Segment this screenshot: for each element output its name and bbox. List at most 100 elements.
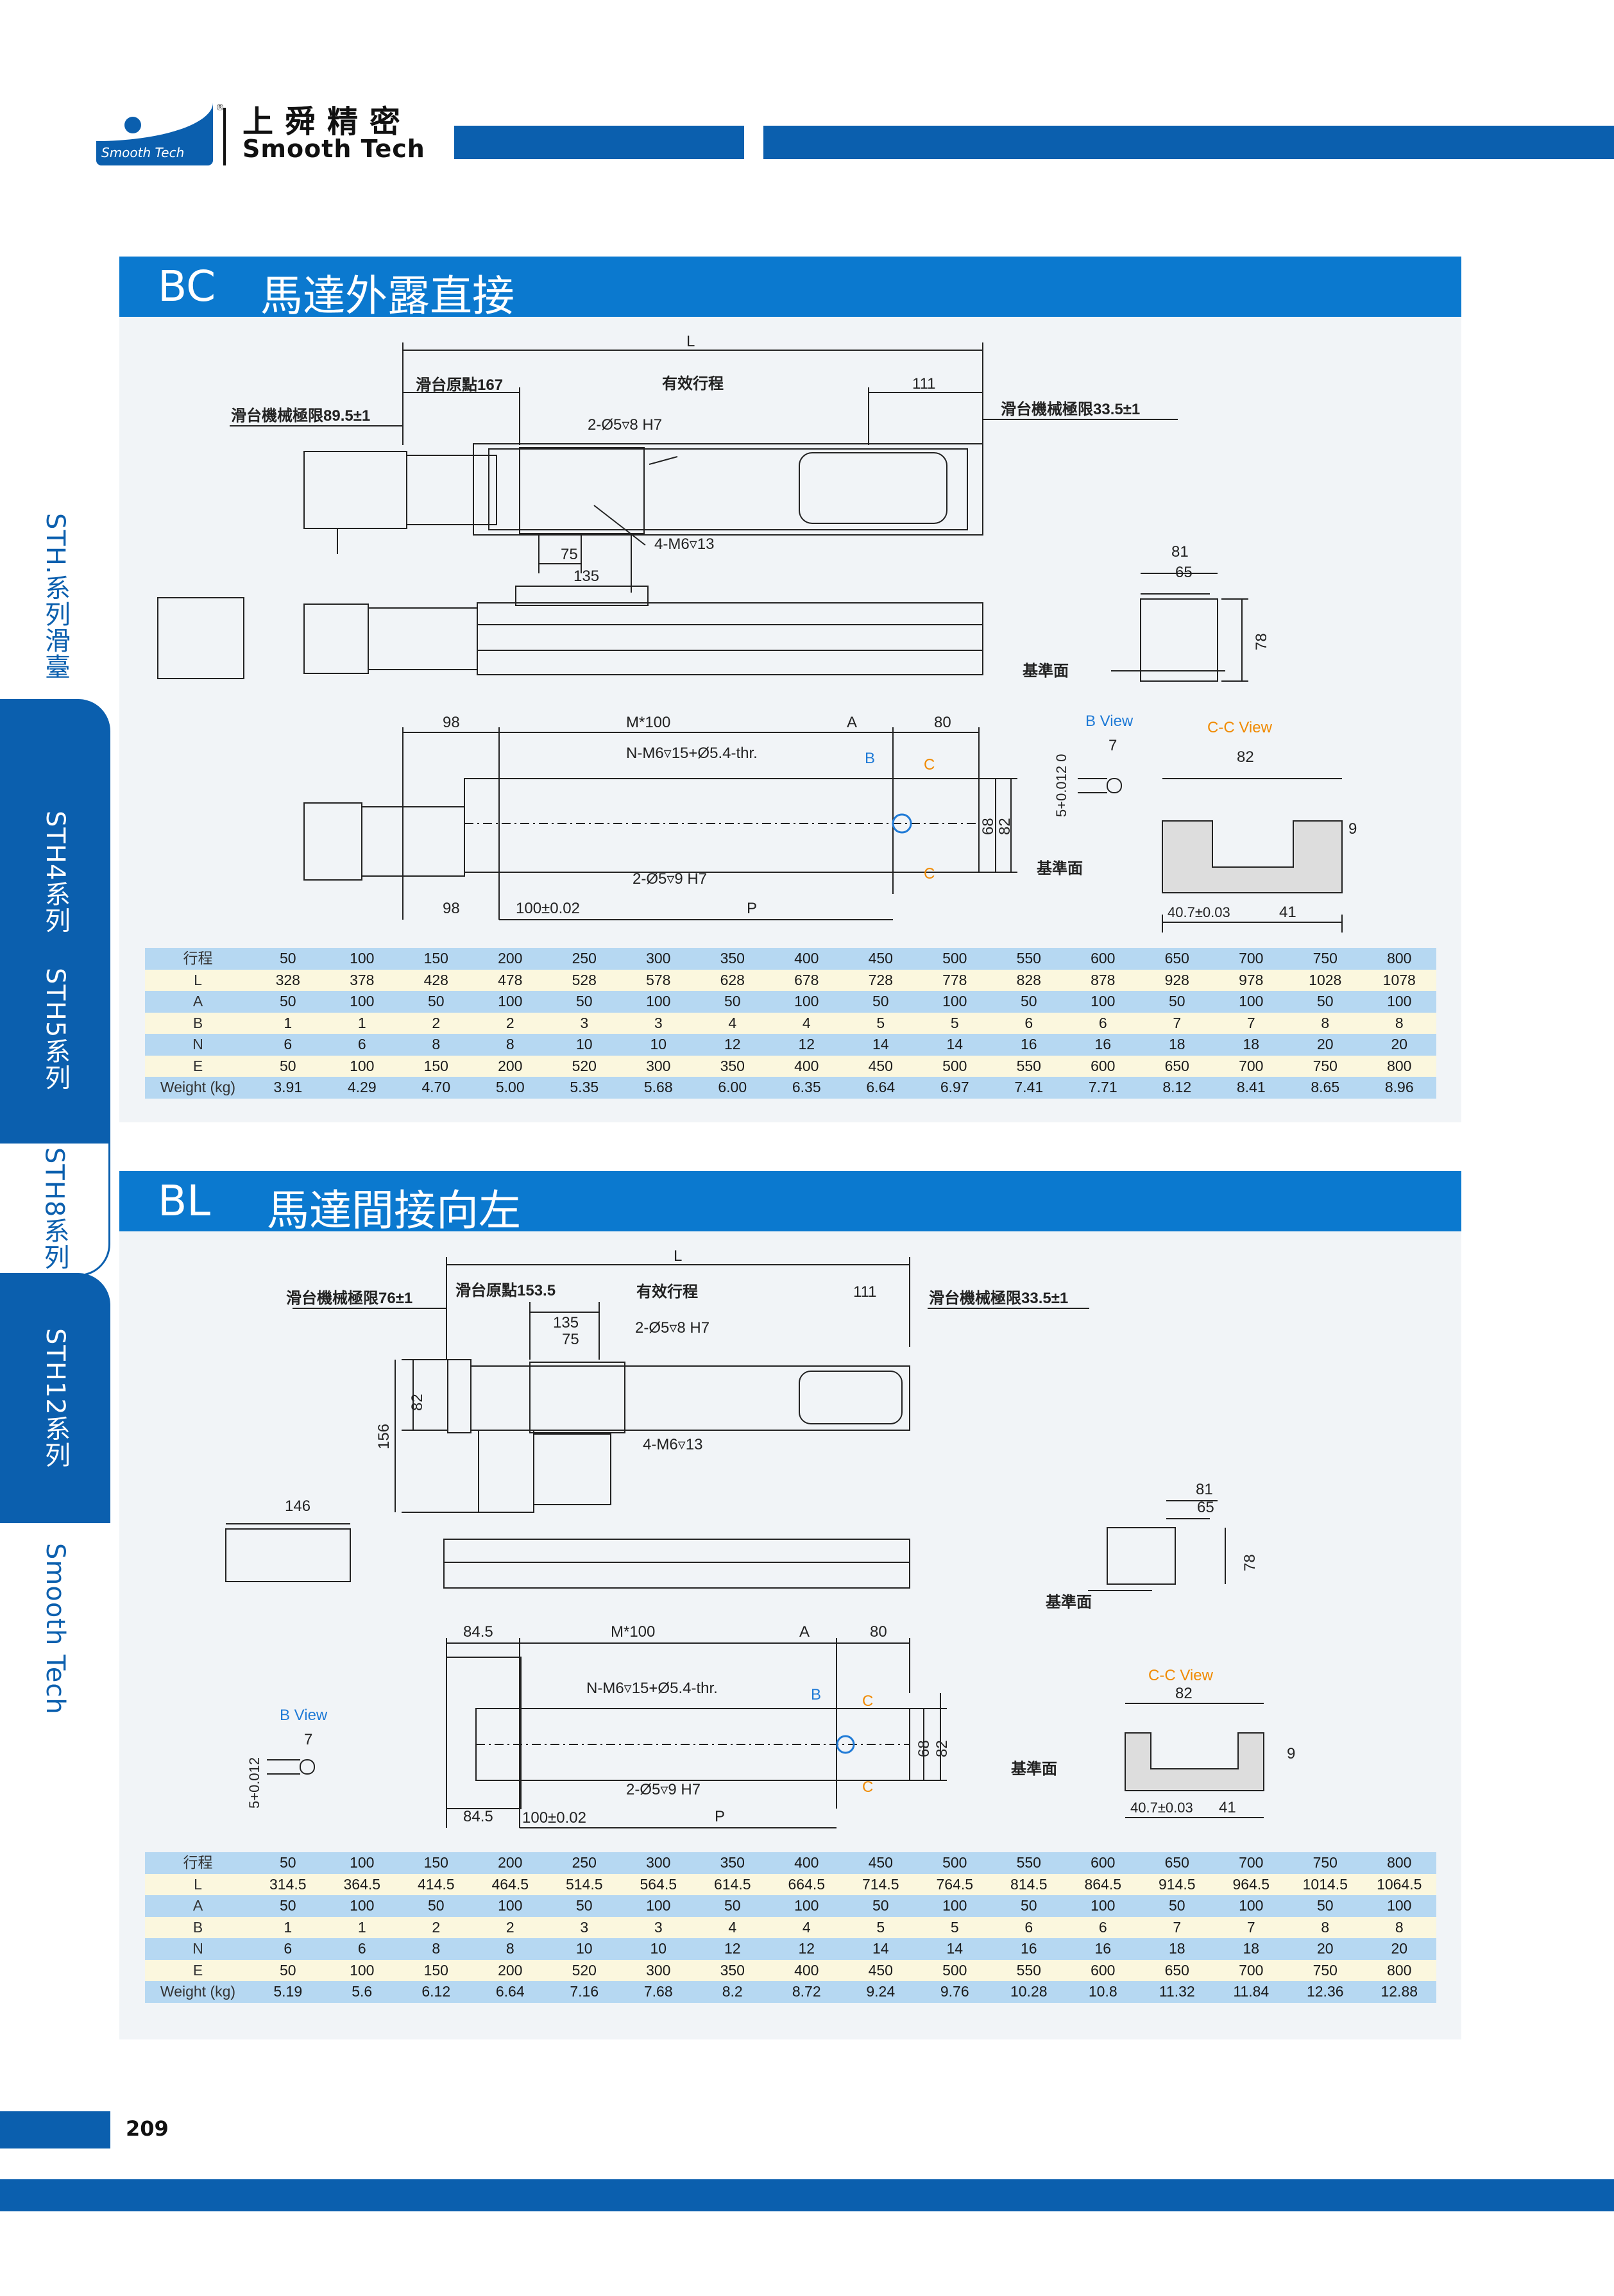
label-cc-view: C-C View xyxy=(1148,1667,1214,1684)
carriage-top-bl xyxy=(529,1362,625,1433)
dim-41: 41 xyxy=(1279,904,1296,921)
dim-l: L xyxy=(674,1247,682,1265)
motor-top xyxy=(303,451,407,529)
rail-side-bl xyxy=(443,1539,910,1589)
side-tab-sth12[interactable]: STH12系列 xyxy=(0,1273,110,1523)
dim-135: 135 xyxy=(573,568,599,585)
dim-845-bottom: 84.5 xyxy=(463,1808,493,1825)
dim-l: L xyxy=(686,333,695,350)
logo-english: Smooth Tech xyxy=(242,135,425,163)
label-ref-face: 基準面 xyxy=(1023,662,1069,680)
dim-9: 9 xyxy=(1287,1745,1295,1762)
label-nm6: N-M6▿15+Ø5.4-thr. xyxy=(586,1680,718,1697)
dim-7: 7 xyxy=(1109,737,1117,754)
label-c-top: C xyxy=(924,756,935,773)
label-pin-hole-2: 2-Ø5▿9 H7 xyxy=(633,870,707,888)
rail-top-bl xyxy=(470,1365,910,1431)
rail-bottom-bl xyxy=(475,1708,910,1781)
rail-top xyxy=(473,443,983,536)
dim-82: 82 xyxy=(409,1394,426,1411)
page-number-tab xyxy=(0,2111,110,2148)
label-limit-right: 滑台機械極限33.5±1 xyxy=(929,1289,1068,1307)
side-tab-sth-series[interactable]: STH.系列滑臺 xyxy=(40,513,70,680)
dim-407: 40.7±0.03 xyxy=(1130,1800,1193,1816)
dim-65: 65 xyxy=(1175,564,1193,581)
label-stroke: 有效行程 xyxy=(636,1283,698,1301)
rail-side xyxy=(477,602,983,675)
dim-845: 84.5 xyxy=(463,1623,493,1641)
dim-156: 156 xyxy=(375,1424,393,1449)
label-b-view: B View xyxy=(280,1707,328,1724)
label-tap: 4-M6▿13 xyxy=(654,536,714,553)
dim-81: 81 xyxy=(1196,1481,1213,1498)
label-origin: 滑台原點167 xyxy=(416,376,503,394)
side-tab-smooth-tech[interactable]: Smooth Tech xyxy=(40,1543,70,1715)
bl-technical-drawing: L 滑台原點153.5 有效行程 111 滑台機械極限76±1 滑台機械極限33… xyxy=(225,1247,1295,1828)
dim-82-side: 82 xyxy=(933,1740,951,1757)
dim-p: P xyxy=(747,900,757,917)
label-c-bottom: C xyxy=(862,1778,873,1796)
label-b: B xyxy=(865,750,875,767)
label-pin-hole: 2-Ø5▿8 H7 xyxy=(588,416,662,434)
dim-111: 111 xyxy=(912,375,935,393)
header-bar xyxy=(454,126,744,159)
side-tab-sth4-sth5[interactable]: STH4系列 xyxy=(0,699,110,1148)
label-ref-face-2: 基準面 xyxy=(1037,859,1083,877)
dim-tolerance: 100±0.02 xyxy=(516,900,580,917)
dim-m100: M*100 xyxy=(626,714,670,731)
footer-bar xyxy=(0,2179,1614,2211)
section-bc-header: BC 馬達外露直接 xyxy=(119,257,1461,321)
section-bc: BC 馬達外露直接 xyxy=(119,257,1461,1122)
dim-tol-5: 5+0.012 0 xyxy=(1053,754,1069,817)
label-c-top: C xyxy=(862,1692,873,1710)
dim-407: 40.7±0.03 xyxy=(1168,904,1230,920)
label-cc-view: C-C View xyxy=(1207,719,1273,736)
header-bar-long xyxy=(763,126,1614,159)
dim-75: 75 xyxy=(562,1331,579,1348)
label-b-view: B View xyxy=(1085,713,1134,730)
company-logo: Smooth Tech xyxy=(96,103,213,165)
dim-p: P xyxy=(715,1808,725,1825)
dim-78: 78 xyxy=(1241,1554,1259,1571)
label-b: B xyxy=(811,1686,821,1703)
dim-111: 111 xyxy=(853,1283,876,1301)
label-tap: 4-M6▿13 xyxy=(643,1436,702,1453)
label-limit-left: 滑台機械極限89.5±1 xyxy=(231,407,370,425)
dim-135: 135 xyxy=(553,1314,579,1331)
dim-82-cc: 82 xyxy=(1237,748,1254,766)
dim-81: 81 xyxy=(1171,543,1189,561)
side-tab-sth5[interactable]: STH5系列 xyxy=(40,968,70,1091)
dim-80: 80 xyxy=(934,714,951,731)
label-limit-left: 滑台機械極限76±1 xyxy=(286,1289,412,1307)
label-origin: 滑台原點153.5 xyxy=(455,1281,556,1299)
dim-75: 75 xyxy=(561,546,578,563)
side-tab-sth8[interactable]: STH8系列 xyxy=(0,1142,110,1276)
label-pin-hole: 2-Ø5▿8 H7 xyxy=(635,1319,709,1337)
label-ref-face-2: 基準面 xyxy=(1011,1760,1057,1778)
dim-m100: M*100 xyxy=(611,1623,655,1641)
section-title: 馬達外露直接 xyxy=(260,271,514,321)
dim-68: 68 xyxy=(915,1740,933,1757)
dim-146: 146 xyxy=(285,1498,310,1515)
section-bl-header: BL 馬達間接向左 xyxy=(119,1171,1461,1235)
dim-9: 9 xyxy=(1348,820,1357,838)
section-code: BC xyxy=(158,262,216,311)
page-number: 209 xyxy=(126,2116,169,2141)
dim-7: 7 xyxy=(304,1731,312,1748)
section-title: 馬達間接向左 xyxy=(267,1186,521,1235)
bc-technical-drawing: L 滑台原點167 有效行程 111 滑台機械極限89.5±1 滑台機械極限33… xyxy=(157,333,1357,933)
dim-41: 41 xyxy=(1219,1799,1236,1816)
registered-mark: ® xyxy=(216,103,225,113)
